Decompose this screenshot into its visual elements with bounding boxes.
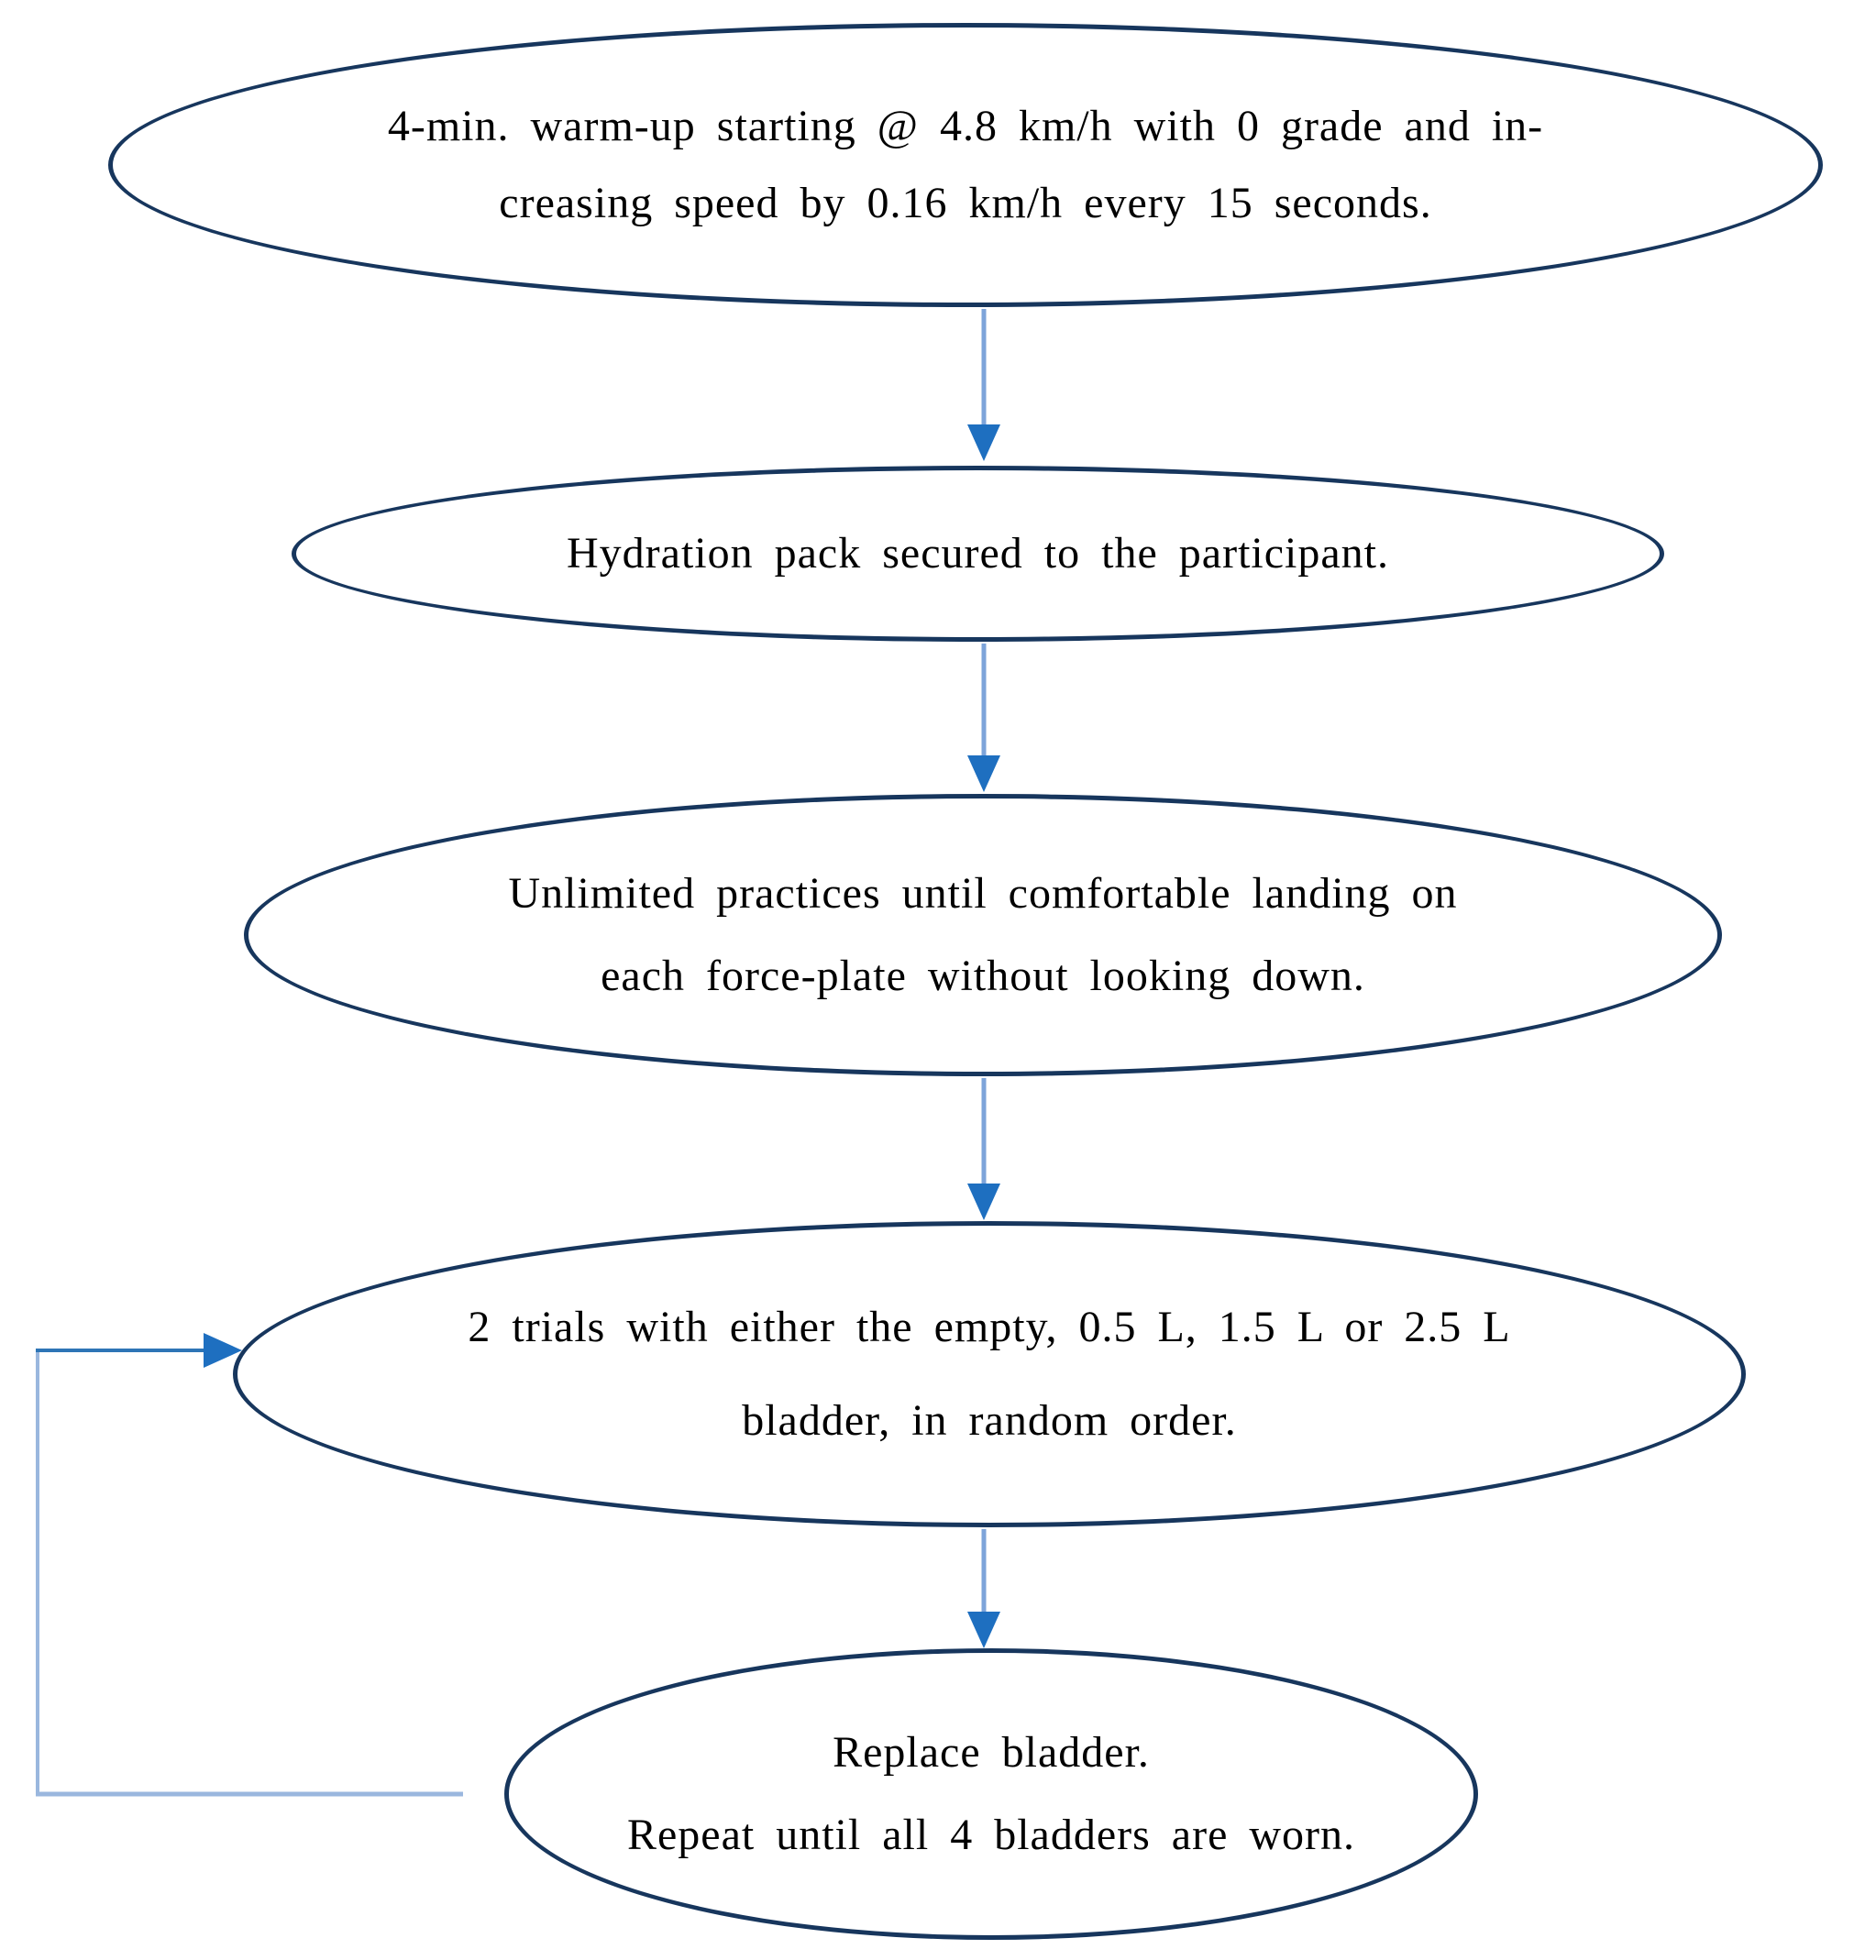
warmup-line-1: 4-min. warm-up starting @ 4.8 km/h with … bbox=[387, 101, 1544, 150]
flow-node-replace: Replace bladder. Repeat until all 4 blad… bbox=[504, 1648, 1478, 1940]
arrow-practice-to-trials-head-icon bbox=[967, 1184, 1000, 1220]
trials-line-2: bladder, in random order. bbox=[742, 1396, 1237, 1445]
flow-node-replace-text: Replace bladder. Repeat until all 4 blad… bbox=[600, 1727, 1383, 1859]
replace-line-1: Replace bladder. bbox=[833, 1727, 1150, 1777]
replace-line-2: Repeat until all 4 bladders are worn. bbox=[626, 1811, 1356, 1859]
flow-node-practice: Unlimited practices until comfortable la… bbox=[244, 794, 1722, 1076]
flow-node-trials-text: 2 trials with either the empty, 0.5 L, 1… bbox=[440, 1302, 1538, 1445]
flow-node-warmup: 4-min. warm-up starting @ 4.8 km/h with … bbox=[108, 23, 1823, 307]
trials-line-1: 2 trials with either the empty, 0.5 L, 1… bbox=[468, 1302, 1511, 1351]
flow-node-hydration: Hydration pack secured to the participan… bbox=[292, 466, 1664, 642]
warmup-line-2: creasing speed by 0.16 km/h every 15 sec… bbox=[499, 179, 1432, 227]
flow-node-warmup-text: 4-min. warm-up starting @ 4.8 km/h with … bbox=[360, 101, 1571, 227]
flow-node-practice-text: Unlimited practices until comfortable la… bbox=[480, 868, 1484, 1000]
flow-node-hydration-text: Hydration pack secured to the participan… bbox=[539, 528, 1417, 578]
practice-line-1: Unlimited practices until comfortable la… bbox=[508, 868, 1458, 918]
practice-line-2: each force-plate without looking down. bbox=[601, 952, 1365, 1000]
arrow-warmup-to-hydration-head-icon bbox=[967, 424, 1000, 461]
arrow-hydration-to-practice-head-icon bbox=[967, 755, 1000, 792]
hydration-line-1: Hydration pack secured to the participan… bbox=[566, 528, 1390, 578]
arrow-trials-to-replace-head-icon bbox=[967, 1612, 1000, 1648]
flow-node-trials: 2 trials with either the empty, 0.5 L, 1… bbox=[233, 1221, 1746, 1527]
